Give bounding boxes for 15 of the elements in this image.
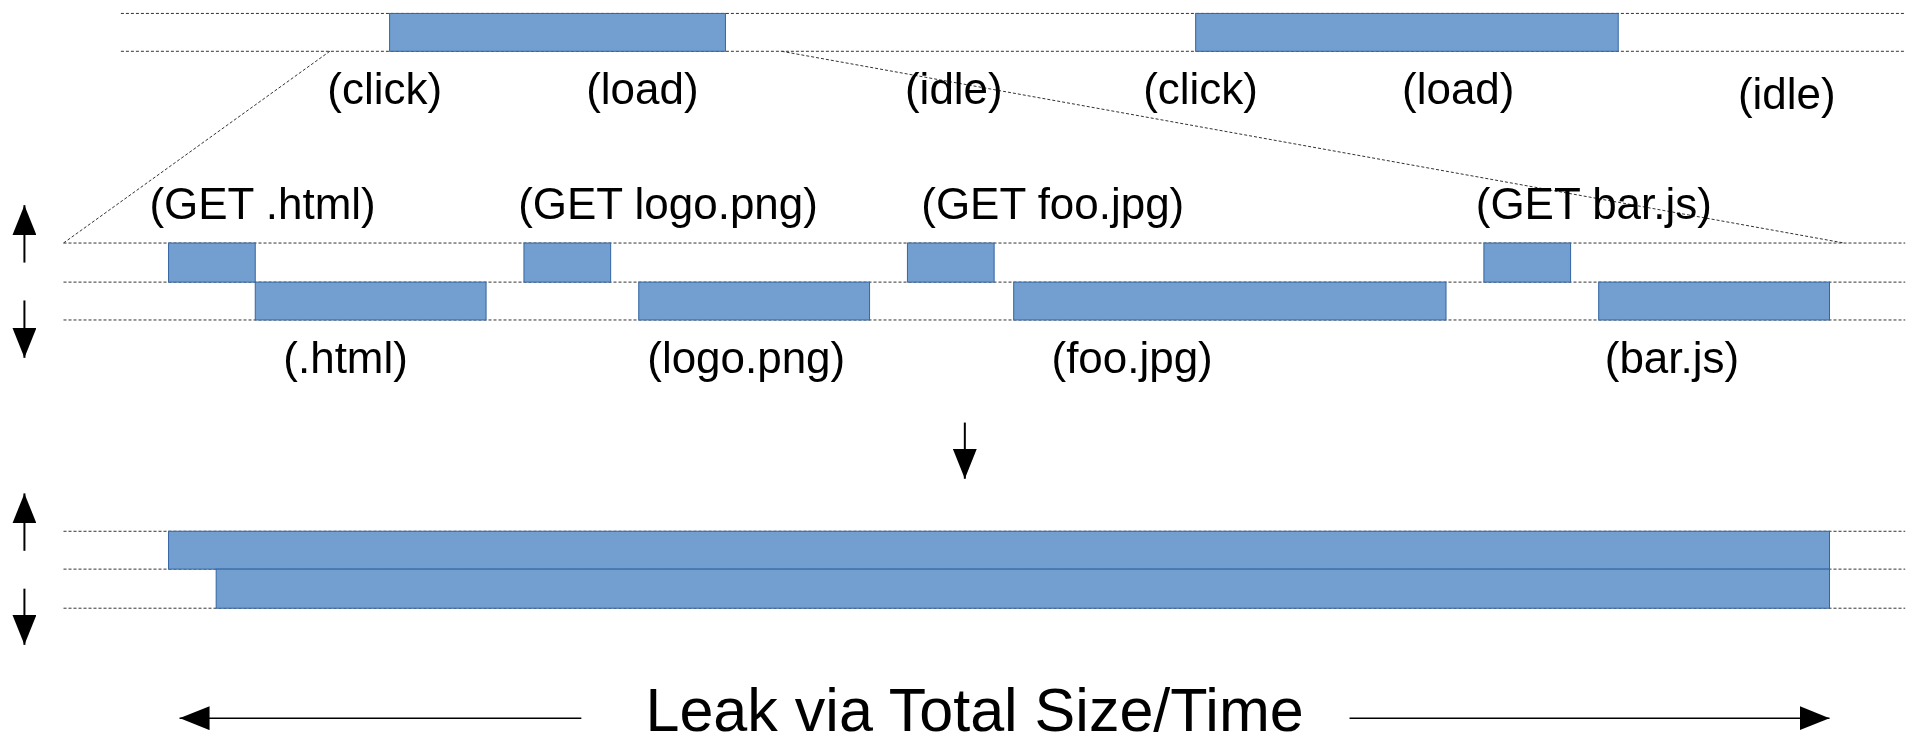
phase-label: (load) xyxy=(1402,67,1515,112)
request-label: (GET logo.png) xyxy=(518,181,818,226)
phase-label: (load) xyxy=(586,67,699,112)
phase-label: (idle) xyxy=(1737,72,1836,116)
phase-label: (click) xyxy=(327,67,443,112)
request-label: (GET bar.js) xyxy=(1475,181,1712,226)
request-label: (GET .html) xyxy=(149,181,376,226)
response-label: (.html) xyxy=(283,335,408,380)
phase-label: (click) xyxy=(1143,67,1258,112)
request-label: (GET foo.jpg) xyxy=(921,181,1185,226)
phase-label: (idle) xyxy=(905,67,1003,112)
response-label: (logo.png) xyxy=(647,335,846,380)
response-label: (bar.js) xyxy=(1604,335,1740,380)
response-label: (foo.jpg) xyxy=(1051,335,1213,380)
axis-caption: Leak via Total Size/Time xyxy=(645,680,1304,742)
